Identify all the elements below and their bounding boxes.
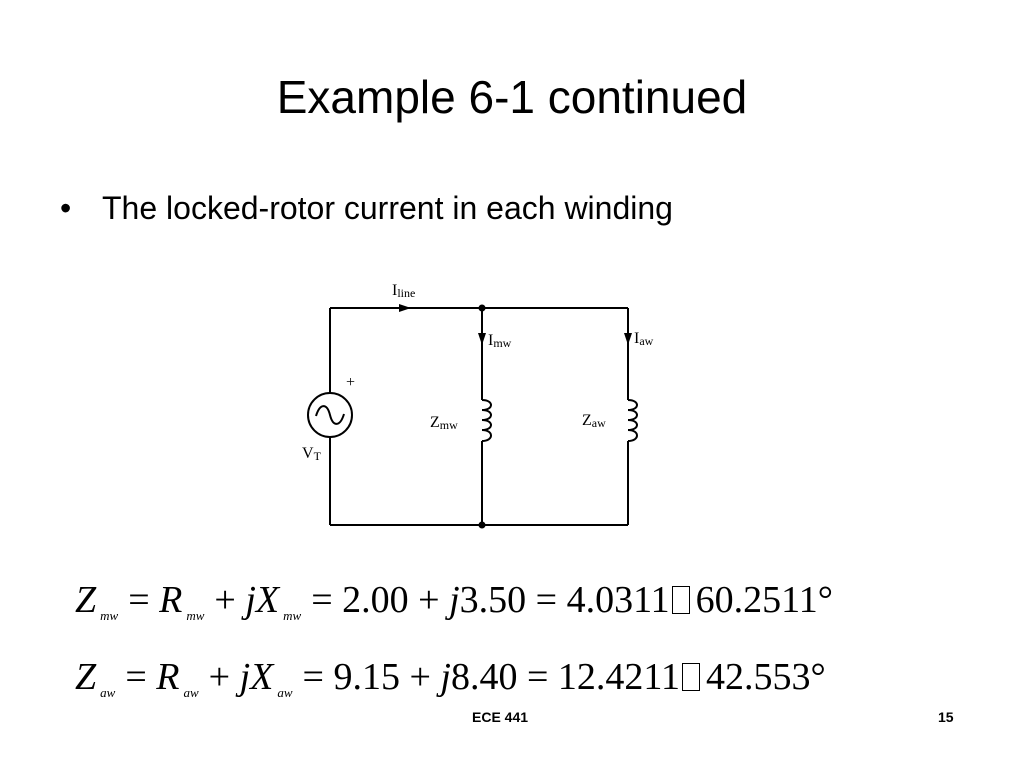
eq-rect-imag: 3.50	[459, 579, 527, 621]
angle-symbol-icon	[682, 663, 700, 691]
i-aw-label: Iaw	[634, 330, 654, 348]
bullet-dot-icon: •	[60, 190, 72, 226]
ac-source-icon	[307, 392, 353, 438]
eq-z-symbol: Z	[75, 579, 97, 621]
eq-z-symbol: Z	[75, 656, 97, 698]
eq-r-symbol: R	[159, 579, 183, 621]
eq-magnitude: 12.4211	[557, 656, 680, 698]
eq-r-subscript: mw	[186, 608, 205, 623]
i-mw-arrow-icon	[478, 333, 486, 345]
i-aw-arrow-icon	[624, 333, 632, 345]
sine-wave-icon	[315, 405, 345, 425]
i-mw-label: Imw	[488, 332, 512, 350]
eq-x-subscript: mw	[283, 608, 302, 623]
aw-winding-inductor-icon	[627, 399, 638, 442]
eq-magnitude: 4.0311	[566, 579, 670, 621]
eq-rect-real: 9.15	[333, 656, 400, 698]
bullet-item: • The locked-rotor current in each windin…	[60, 190, 673, 227]
top-junction-dot	[478, 304, 486, 312]
bullet-text: The locked-rotor current in each winding	[102, 190, 673, 226]
v-t-label: VT	[302, 445, 322, 463]
circuit-diagram: Iline Imw Iaw Zmw Zaw VT +	[302, 282, 654, 529]
plus-sign: +	[346, 374, 355, 391]
eq-z-subscript: aw	[100, 685, 116, 700]
slide-title: Example 6-1 continued	[276, 71, 748, 123]
z-mw-label: Zmw	[430, 414, 458, 432]
eq-r-symbol: R	[156, 656, 180, 698]
i-line-label: Iline	[392, 282, 415, 300]
z-aw-label: Zaw	[582, 412, 606, 430]
i-line-arrow-icon	[399, 304, 411, 312]
eq-rect-imag: 8.40	[450, 656, 518, 698]
eq-z-subscript: mw	[100, 608, 119, 623]
eq-x-symbol: X	[250, 656, 274, 698]
eq-angle: 42.553°	[706, 656, 826, 698]
bottom-junction-dot	[478, 521, 486, 529]
eq-x-symbol: X	[255, 579, 280, 621]
eq-rect-real: 2.00	[342, 579, 409, 621]
mw-winding-inductor-icon	[481, 399, 492, 442]
page-number: 15	[938, 709, 954, 725]
eq-x-subscript: aw	[277, 685, 293, 700]
footer-course: ECE 441	[472, 709, 529, 725]
eq-angle: 60.2511°	[695, 579, 833, 621]
angle-symbol-icon	[671, 586, 690, 614]
eq-r-subscript: aw	[183, 685, 199, 700]
